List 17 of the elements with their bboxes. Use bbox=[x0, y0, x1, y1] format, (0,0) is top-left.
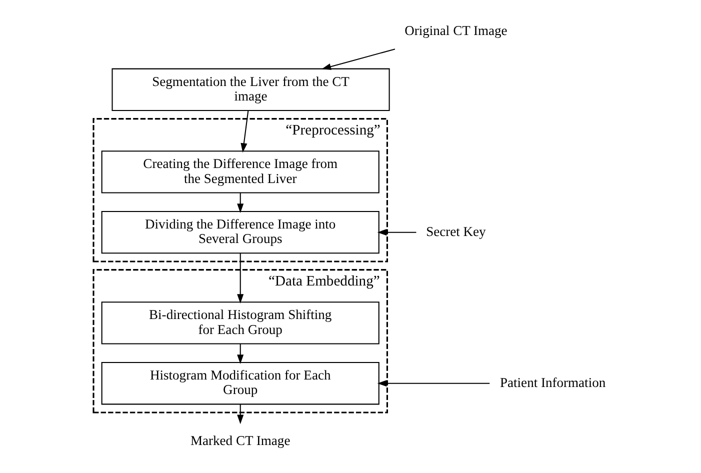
arrow bbox=[237, 344, 244, 364]
arrow bbox=[237, 253, 244, 304]
arrow bbox=[377, 229, 416, 236]
node-text: Patient Information bbox=[500, 374, 606, 390]
node-box: Dividing the Difference Image into Several Groups bbox=[101, 210, 380, 254]
node-text: Secret Key bbox=[426, 224, 486, 239]
arrow bbox=[237, 193, 244, 213]
node-text: Original CT Image bbox=[404, 22, 508, 38]
node-box: Segmentation the Liver from the CT image bbox=[112, 68, 390, 111]
node-box: Bi-directional Histogram Shifting for Each Group bbox=[101, 302, 380, 344]
arrow bbox=[237, 404, 244, 424]
arrow bbox=[377, 380, 490, 387]
arrow bbox=[322, 48, 396, 70]
arrow bbox=[240, 110, 249, 153]
node-text: Marked CT Image bbox=[190, 433, 290, 448]
node-box: Histogram Modification for Each Group bbox=[101, 362, 380, 405]
node-box: Creating the Difference Image from the Segmented Liver bbox=[101, 150, 380, 194]
